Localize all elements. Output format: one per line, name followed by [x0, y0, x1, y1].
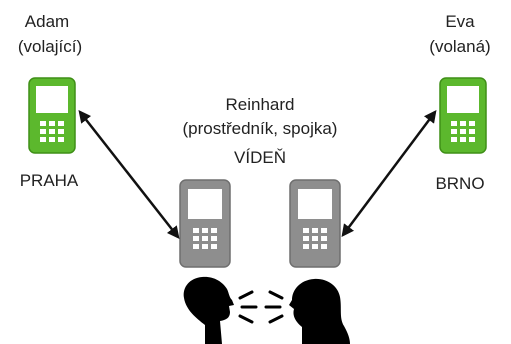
reinhard-phone-left-icon [179, 179, 231, 268]
adam-phone-icon [28, 77, 76, 154]
speaking-woman-icon [264, 278, 350, 344]
adam-role: (volající) [17, 37, 83, 56]
speaking-man-icon [183, 276, 258, 344]
adam-city: PRAHA [19, 171, 79, 190]
reinhard-phone-right-icon [289, 179, 341, 268]
arrow-adam-reinhard [78, 110, 180, 239]
eva-role: (volaná) [429, 37, 491, 56]
reinhard-city: VÍDEŇ [234, 148, 286, 167]
reinhard-role: (prostředník, spojka) [182, 119, 338, 138]
adam-name: Adam [24, 12, 70, 31]
arrow-eva-reinhard [341, 109, 437, 238]
eva-phone-icon [439, 77, 487, 154]
eva-name: Eva [445, 12, 475, 31]
reinhard-name: Reinhard [225, 95, 295, 114]
eva-city: BRNO [435, 174, 485, 193]
